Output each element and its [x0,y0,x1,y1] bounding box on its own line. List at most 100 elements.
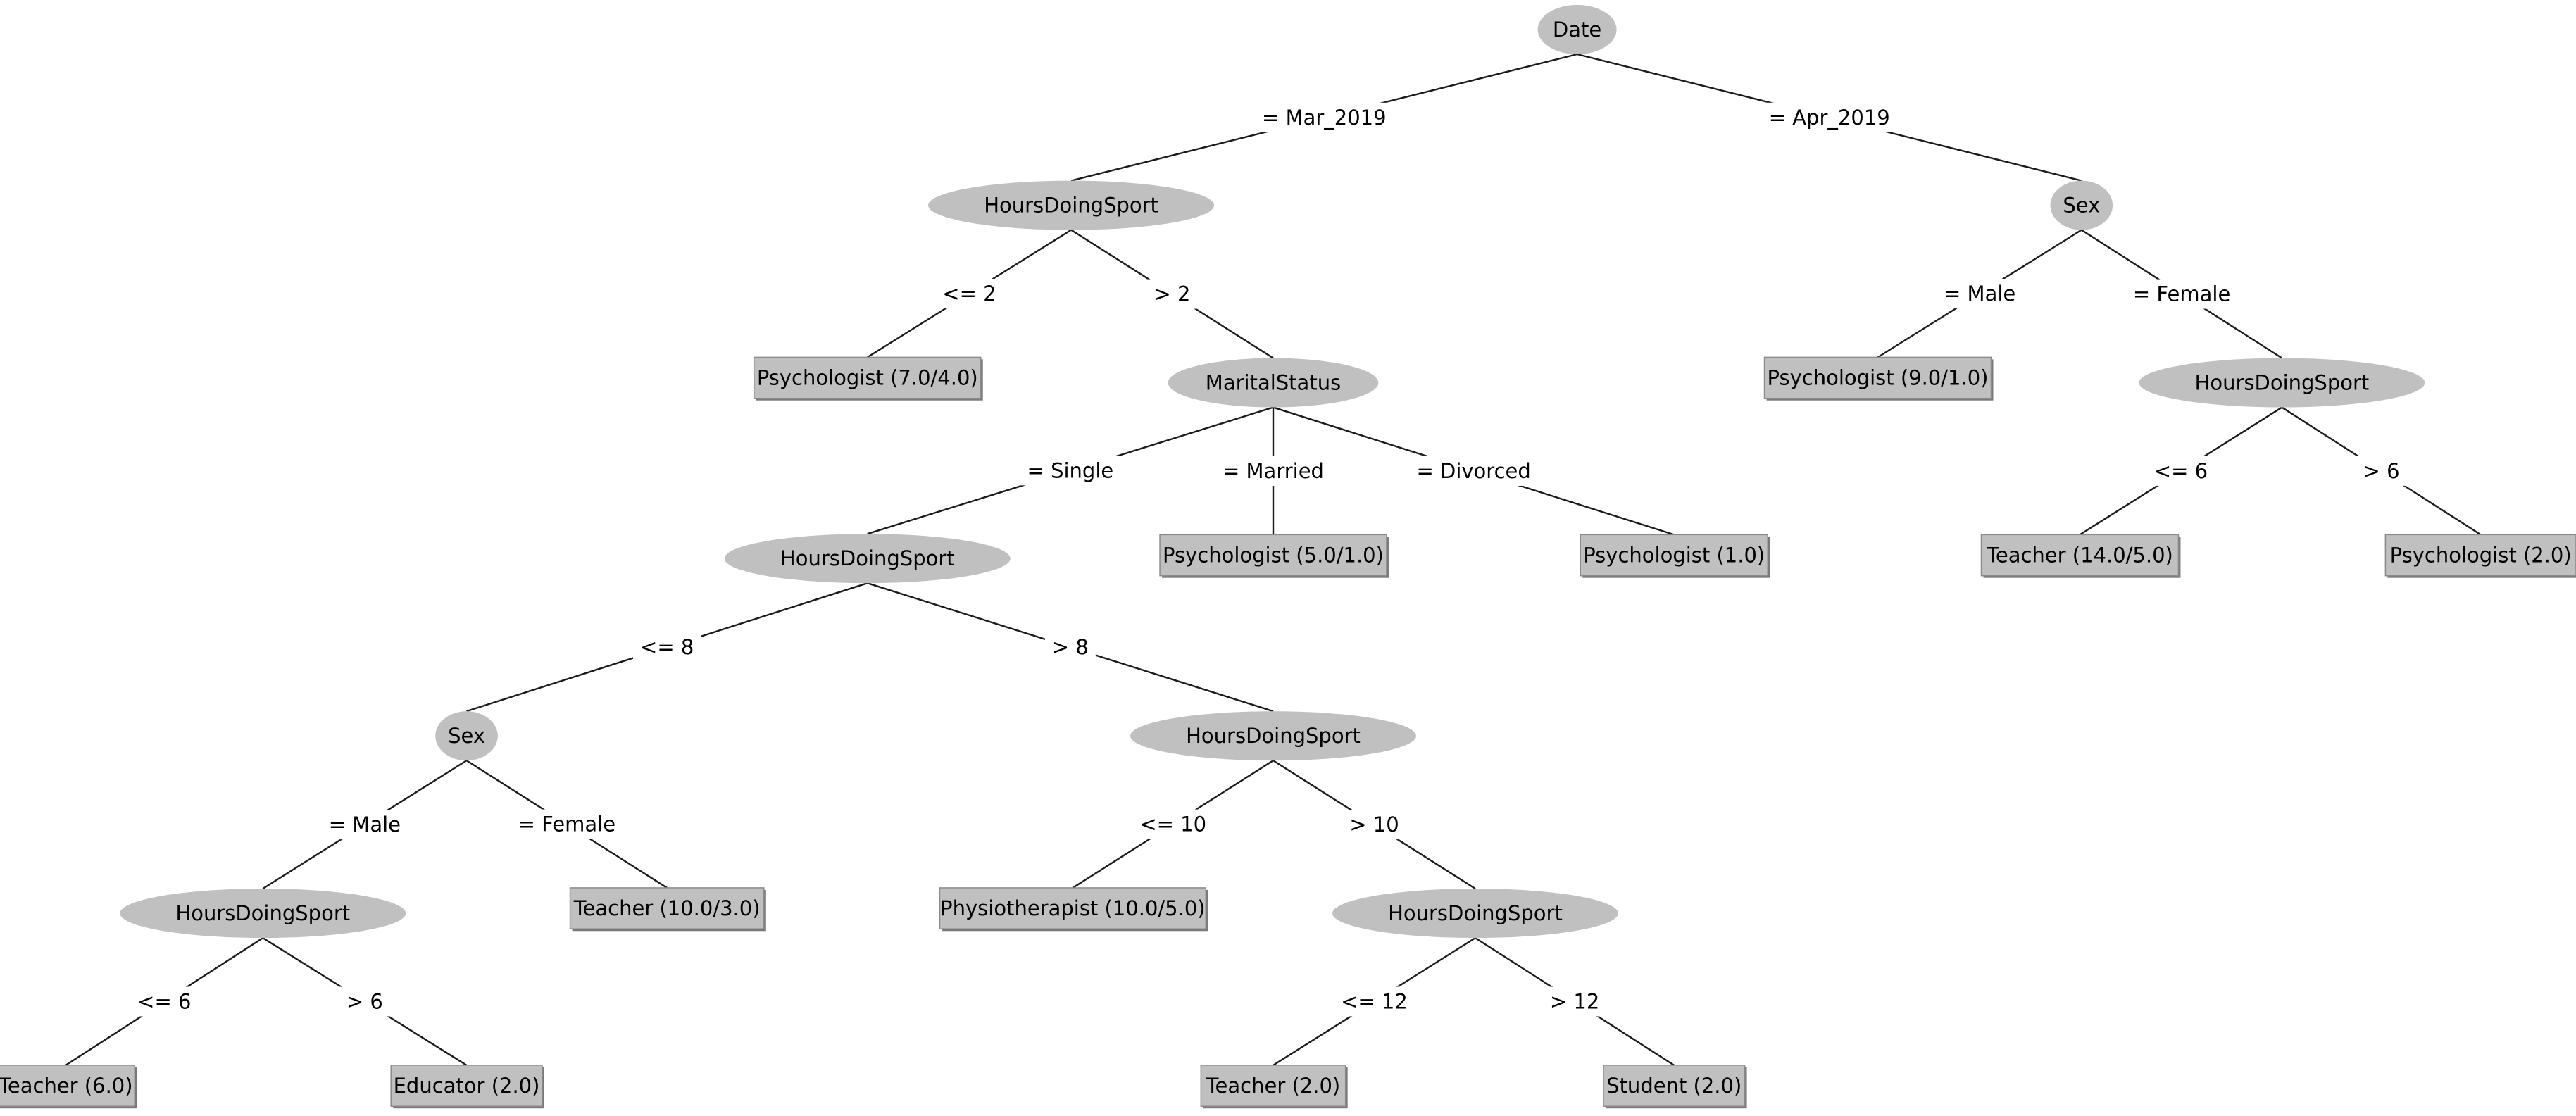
leaf-node-psychologist-1-0: Psychologist (1.0) [1580,534,1770,578]
decision-node-sex: Sex [2050,180,2113,230]
decision-label: HoursDoingSport [1388,901,1563,925]
edge-n_sex_left-to-l_teacher_10_3: = Female [465,760,668,889]
decision-label: MaritalStatus [1206,371,1341,395]
decision-node-date: Date [1537,4,1617,54]
leaf-box [390,1065,543,1107]
leaf-box [939,887,1207,930]
edge-label: <= 12 [1341,989,1408,1013]
leaf-label: Psychologist (1.0) [1583,544,1765,568]
edge-n_date-to-n_hours_a: = Mar_2019 [1070,53,1577,182]
decision-node-hoursdoingsport: HoursDoingSport [928,180,1215,230]
edge-label-background [633,632,701,663]
decision-label: HoursDoingSport [780,546,955,570]
edge-label: = Married [1223,459,1324,483]
decision-label: Sex [448,724,485,748]
decision-ellipse [1130,711,1416,761]
leaf-label: Psychologist (7.0/4.0) [757,366,978,390]
leaf-box [569,887,765,930]
edge-n_hours_c-to-l_teacher_6: <= 6 [65,937,263,1066]
decision-label: HoursDoingSport [1186,724,1361,748]
decision-node-hoursdoingsport: HoursDoingSport [120,889,406,939]
leaf-node-student-2-0: Student (2.0) [1603,1065,1747,1109]
edge-n_marital-to-n_hours_b: = Single [867,406,1274,535]
decision-label: HoursDoingSport [175,901,350,925]
edge-label-background [1020,456,1121,486]
edge-label: = Male [1944,282,2015,306]
leaf-box [1200,1065,1346,1107]
edge-n_sex_right-to-n_hours_f: = Female [2081,229,2283,359]
edge-label-background [1132,809,1214,839]
edge-n_hours_d-to-n_hours_e: > 10 [1273,760,1476,890]
edge-n_hours_c-to-l_educator_2: > 6 [262,937,468,1066]
leaf-node-educator-2-0: Educator (2.0) [390,1065,544,1109]
edge-label-background [1255,102,1394,132]
leaf-node-teacher-10-0-3-0: Teacher (10.0/3.0) [569,887,766,932]
decision-node-maritalstatus: MaritalStatus [1168,358,1379,408]
leaf-box [2384,534,2576,577]
leaf-label: Educator (2.0) [394,1074,540,1098]
edge-label-background [1342,810,1406,840]
edge-label-background [2356,456,2407,486]
leaf-label: Psychologist (9.0/1.0) [1768,366,1989,390]
edge-label: = Male [329,813,401,836]
leaf-box [1603,1065,1746,1107]
leaf-box [754,356,982,399]
edge-label: = Mar_2019 [1262,106,1387,130]
edge-n_hours_e-to-l_teacher_2: <= 12 [1273,937,1476,1066]
edge-label-background [1409,456,1538,486]
leaf-box [1980,534,2180,577]
decision-ellipse [120,889,406,939]
leaf-box [1159,534,1387,577]
edges-layer: = Mar_2019 = Apr_2019 <= 2 > 2 = Male = Femal… [65,53,2482,1066]
leaf-node-physiotherapist-10-0-5-0: Physiotherapist (10.0/5.0) [939,887,1208,932]
edge-label-background [1044,632,1096,663]
decision-ellipse [1168,358,1379,408]
decision-ellipse [928,180,1215,230]
decision-label: HoursDoingSport [984,194,1158,218]
decision-label: Date [1553,18,1601,42]
edge-label: <= 8 [640,635,694,659]
edge-label: <= 10 [1139,813,1206,836]
edge-label: <= 6 [137,989,191,1013]
leaf-node-psychologist-5-0-1-0: Psychologist (5.0/1.0) [1159,534,1389,578]
leaf-label: Psychologist (5.0/1.0) [1163,544,1384,568]
edge-label: <= 6 [2154,459,2208,483]
decision-node-hoursdoingsport: HoursDoingSport [2139,358,2425,408]
edge-label-background [935,279,1003,309]
edge-n_marital-to-l_psy_5_1: = Married [1215,407,1331,535]
edge-n_hours_b-to-n_hours_d: > 8 [867,582,1274,713]
edge-label-background [339,986,390,1017]
leaf-node-teacher-2-0: Teacher (2.0) [1200,1065,1348,1109]
edge-label-background [321,810,408,840]
edge-n_hours_d-to-l_physio_10_5: <= 10 [1072,760,1274,889]
decision-label: HoursDoingSport [2195,371,2370,395]
decision-ellipse [1332,889,1618,939]
leaf-label: Teacher (6.0) [0,1074,133,1098]
decision-node-sex: Sex [435,711,498,761]
edge-label-background [1334,986,1415,1017]
edge-label-background [511,809,623,839]
edge-label: > 8 [1052,635,1089,659]
edge-n_hours_a-to-n_marital: > 2 [1070,229,1274,359]
edge-n_hours_f-to-l_teacher_14_5: <= 6 [2079,406,2283,536]
leaf-label: Physiotherapist (10.0/5.0) [940,896,1205,920]
edge-n_hours_f-to-l_psy_2: > 6 [2281,406,2482,536]
edge-label: = Single [1027,458,1114,482]
leaf-box [1763,356,1992,399]
leaf-node-psychologist-7-0-4-0: Psychologist (7.0/4.0) [754,356,983,401]
edge-label-background [130,986,199,1017]
edge-label: > 10 [1349,813,1399,836]
edge-label: = Female [2133,282,2230,306]
edge-n_sex_right-to-l_psy_9_1: = Male [1877,229,2082,358]
leaf-label: Psychologist (2.0) [2390,544,2572,568]
edge-n_date-to-n_sex_right: = Apr_2019 [1577,53,2082,182]
edge-label: > 2 [1154,282,1191,306]
edge-label-background [1937,279,2023,309]
edge-n_hours_e-to-l_student_2: > 12 [1475,937,1675,1066]
edge-label: > 6 [346,989,383,1013]
edge-label: <= 2 [942,282,996,306]
leaf-label: Teacher (2.0) [1206,1074,1340,1098]
leaf-label: Teacher (14.0/5.0) [1986,544,2173,568]
